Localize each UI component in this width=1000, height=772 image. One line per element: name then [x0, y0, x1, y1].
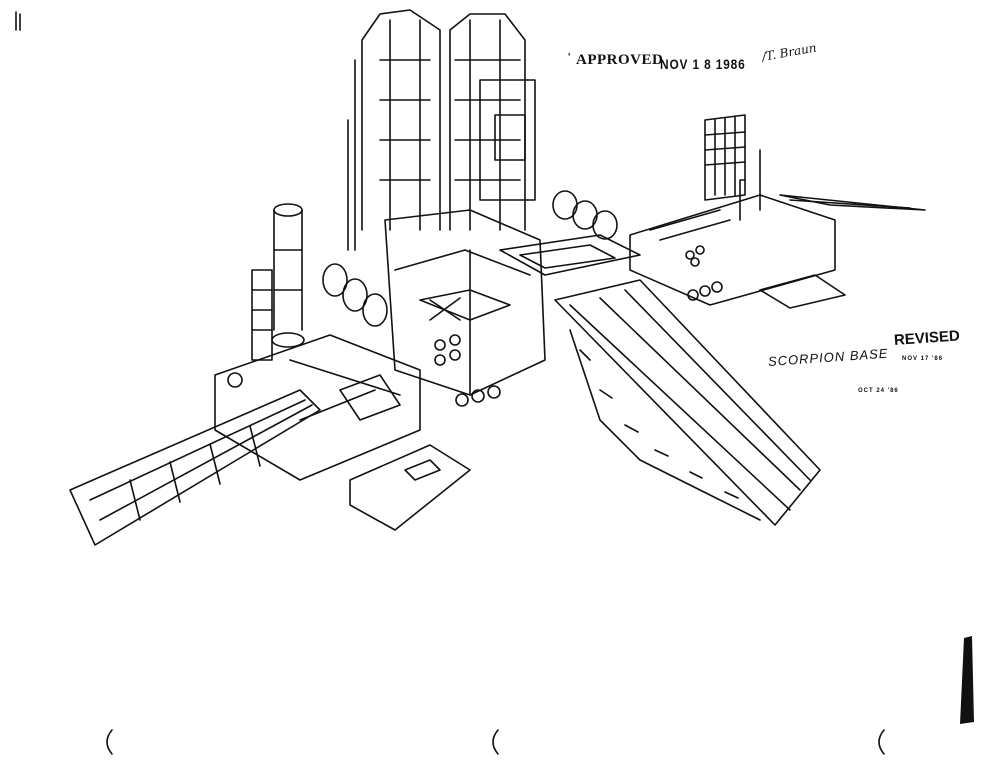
left-post-tower	[251, 203, 305, 361]
right-ramp	[554, 279, 821, 526]
right-tower	[704, 114, 746, 201]
tick-mark: '	[568, 52, 571, 63]
central-hub	[384, 209, 641, 407]
left-ramp	[69, 389, 321, 546]
cylinder-rolls	[322, 190, 618, 327]
approved-date: NOV 1 8 1986	[660, 56, 746, 72]
back-tower-right	[449, 13, 536, 231]
revised-date: NOV 17 '86	[902, 356, 944, 362]
right-platform	[629, 149, 846, 309]
back-tower-left	[347, 9, 441, 251]
margin-marks	[15, 11, 885, 755]
right-wing-blade	[779, 194, 926, 211]
date-stamp: OCT 24 '86	[858, 388, 899, 394]
approved-stamp: APPROVED	[576, 52, 664, 68]
front-step	[349, 444, 471, 531]
edge-mark	[960, 636, 974, 724]
left-platform	[214, 334, 421, 481]
